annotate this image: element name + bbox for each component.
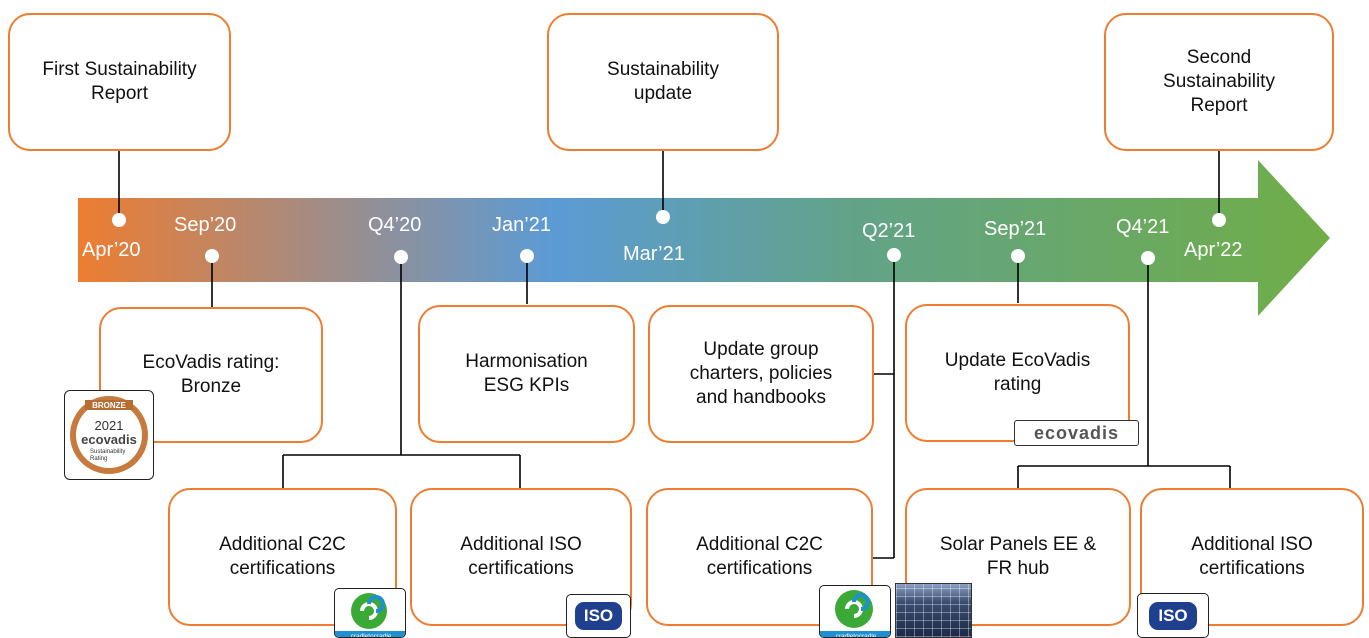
- milestone-box-second-report: Second Sustainability Report: [1104, 13, 1334, 151]
- date-q221: Q2’21: [862, 220, 916, 242]
- date-apr20: Apr’20: [82, 239, 141, 261]
- c2c-caption-2: cradletocradle: [836, 633, 877, 638]
- date-q421: Q4’21: [1116, 216, 1170, 238]
- c2c-caption: cradletocradle: [351, 633, 392, 638]
- iso-logo-icon-2: ISO: [1137, 593, 1209, 638]
- solar-panel-photo-icon: [895, 583, 972, 638]
- date-q420: Q4’20: [368, 214, 422, 236]
- date-sep21: Sep’21: [984, 218, 1047, 240]
- badge-tier: BRONZE: [92, 401, 126, 410]
- date-mar21: Mar’21: [623, 243, 685, 265]
- badge-caption-1: Sustainability: [90, 449, 125, 455]
- badge-brand: ecovadis: [81, 432, 137, 447]
- ecovadis-bronze-badge-icon: BRONZE 2021 ecovadis Sustainability Rati…: [64, 390, 154, 480]
- milestone-box-sustainability-update: Sustainability update: [547, 13, 779, 151]
- milestone-box-c2c-q420: Additional C2C certifications: [168, 488, 397, 626]
- milestone-box-first-report: First Sustainability Report: [8, 13, 231, 151]
- ecovadis-logo-icon: ecovadis: [1014, 420, 1139, 446]
- milestone-dots: [112, 210, 1226, 265]
- c2c-logo-icon: cradletocradle: [334, 588, 406, 638]
- iso-label: ISO: [574, 602, 623, 630]
- timeline-arrow: [78, 160, 1330, 316]
- date-sep20: Sep’20: [174, 214, 237, 236]
- badge-year: 2021: [95, 418, 124, 433]
- iso-logo-icon: ISO: [566, 594, 631, 638]
- date-apr22: Apr’22: [1184, 239, 1243, 261]
- milestone-box-harmonisation: Harmonisation ESG KPIs: [418, 305, 635, 443]
- c2c-logo-icon-2: cradletocradle: [819, 585, 891, 638]
- iso-label-2: ISO: [1149, 601, 1197, 630]
- badge-caption-2: Rating: [90, 456, 107, 462]
- milestone-box-group-charters: Update group charters, policies and hand…: [648, 305, 874, 443]
- date-jan21: Jan’21: [492, 214, 551, 236]
- connector-lines: [118, 150, 1231, 559]
